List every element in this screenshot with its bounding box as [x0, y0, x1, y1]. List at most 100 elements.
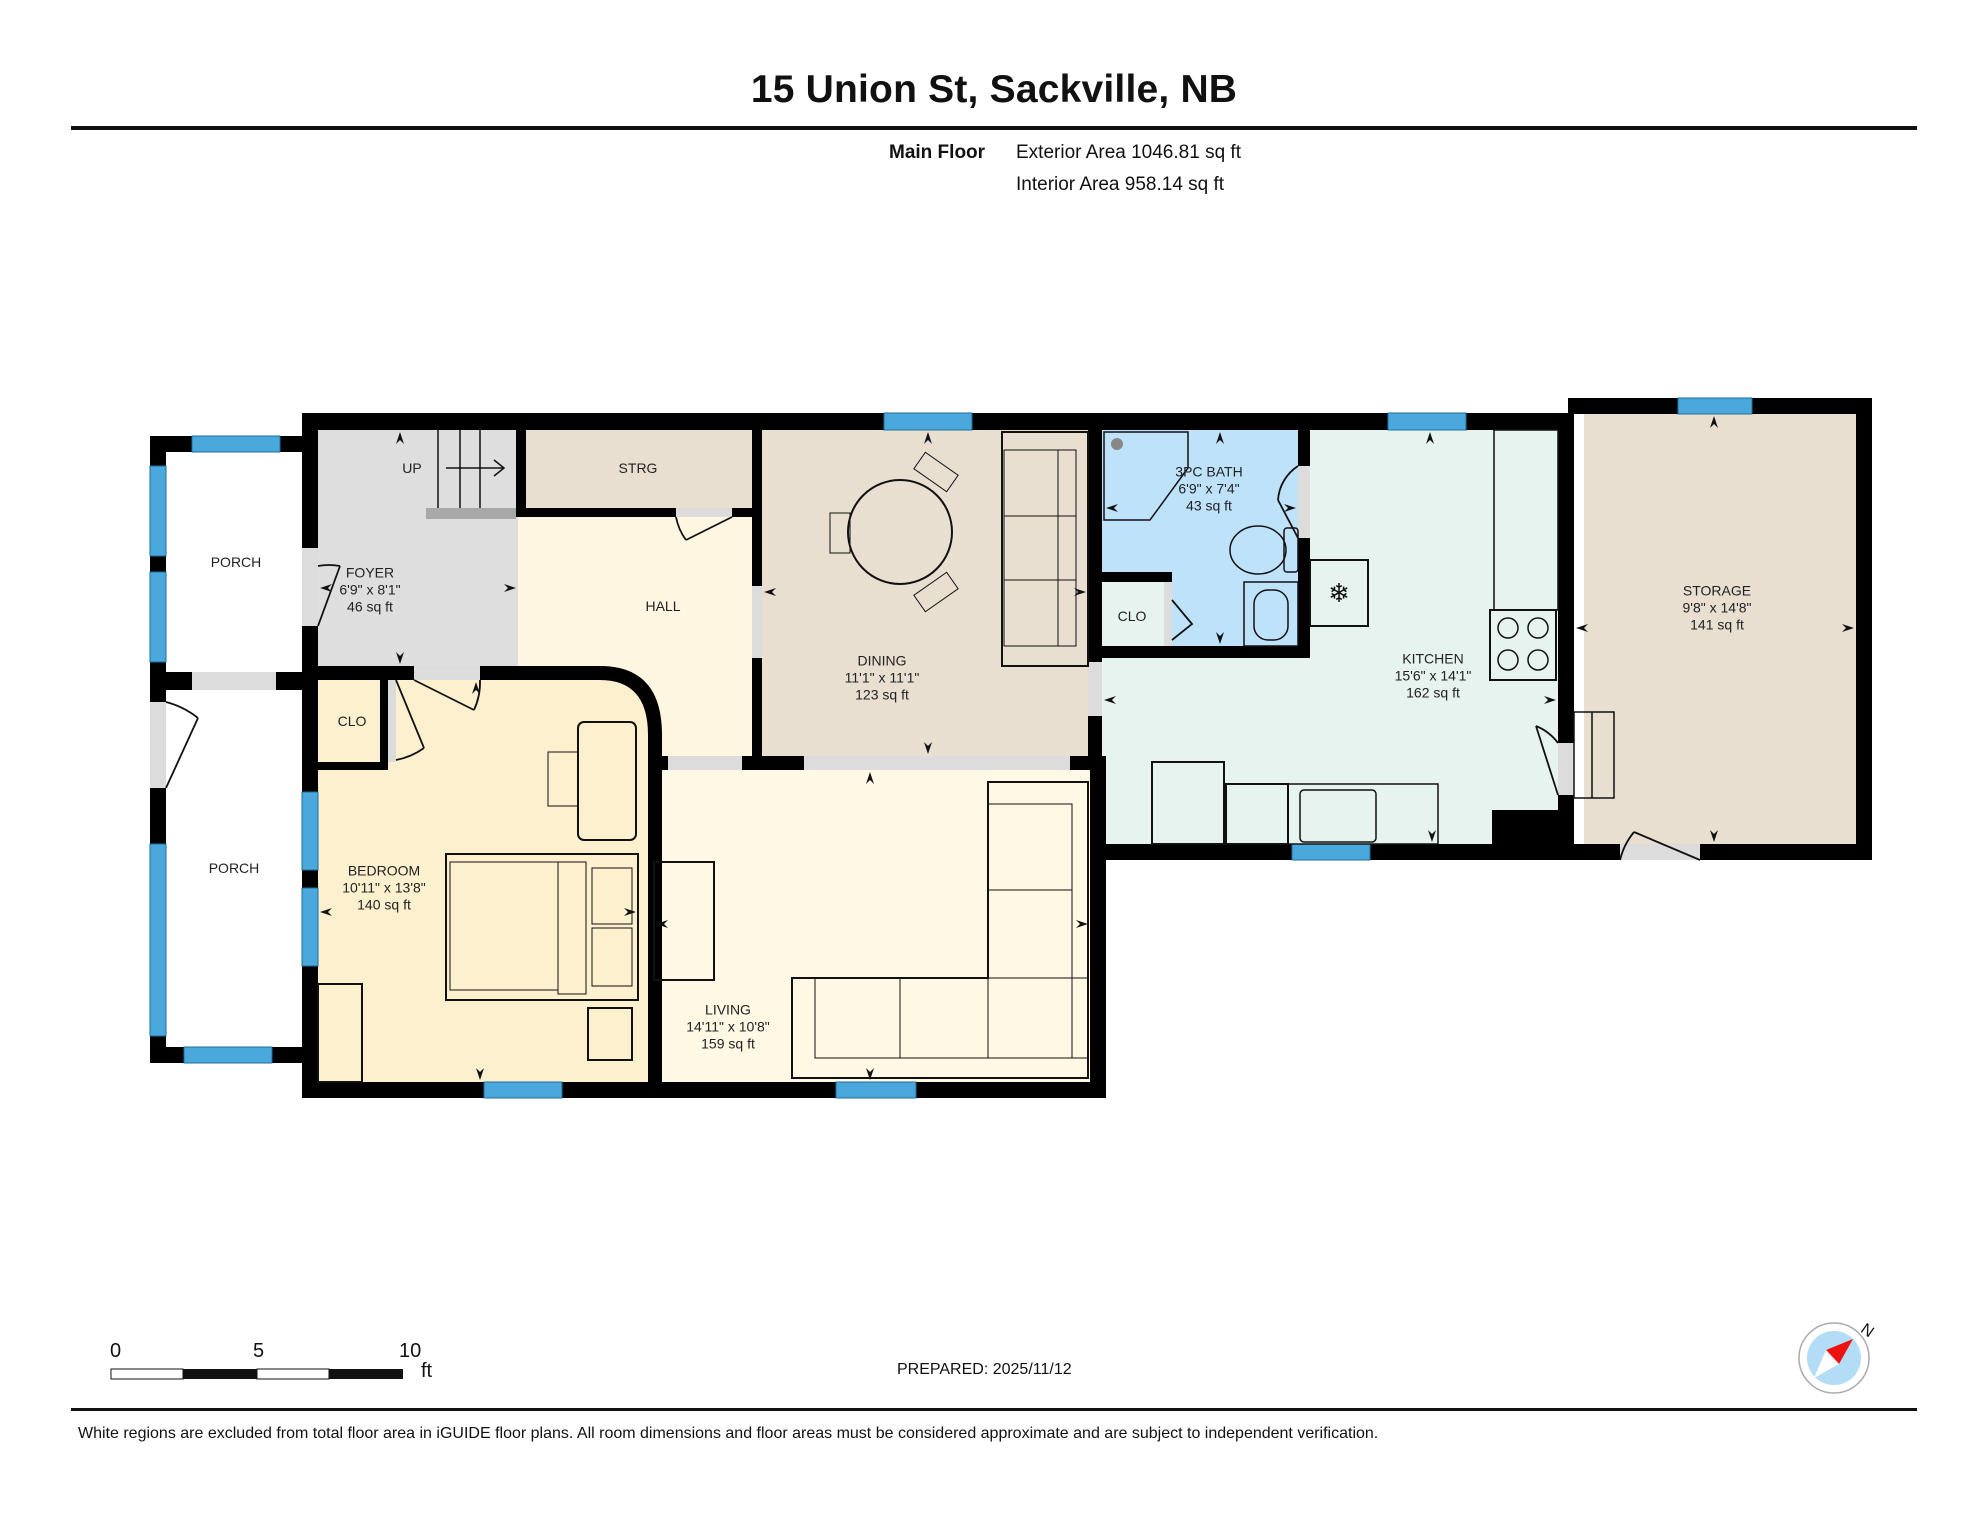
windows [149, 397, 1753, 1099]
room-dims: 15'6" x 14'1" [1394, 667, 1472, 684]
compass-icon: N [1798, 1321, 1877, 1394]
dining-fill [762, 430, 1092, 756]
porch-lower-label: PORCH [208, 860, 260, 876]
room-dims: 6'9" x 7'4" [1178, 480, 1240, 497]
storage-fill [1584, 414, 1856, 844]
door-swings [165, 465, 1701, 861]
room-storage: STORAGE 9'8" x 14'8" 141 sq ft [1683, 583, 1752, 634]
dining-table [847, 479, 953, 585]
scale-unit: ft [421, 1360, 433, 1382]
room-fills [166, 414, 1856, 1082]
clo-bedroom-label: CLO [337, 713, 367, 729]
strg-fill [526, 430, 752, 508]
sink-counter [1287, 783, 1439, 845]
room-area: 123 sq ft [855, 686, 909, 703]
stair-landing [426, 508, 516, 519]
hall-label: HALL [645, 598, 681, 614]
kitchen-sink [1299, 789, 1377, 843]
footer-divider [71, 1408, 1917, 1411]
living-fill [650, 770, 1090, 1082]
stairs-up-label: UP [402, 460, 422, 476]
room-bedroom: BEDROOM 10'11" x 13'8" 140 sq ft [342, 863, 426, 914]
interior-area: Interior Area 958.14 sq ft [1016, 174, 1225, 195]
chair [913, 451, 959, 493]
floor-label: Main Floor [889, 142, 986, 163]
chair [913, 571, 959, 613]
room-area: 140 sq ft [357, 896, 411, 913]
disclaimer: White regions are excluded from total fl… [78, 1425, 1379, 1442]
chair [829, 512, 851, 554]
stairs [437, 430, 506, 508]
window-icon [183, 1046, 273, 1064]
dimension-markers [320, 416, 1854, 1080]
bed [445, 853, 639, 1001]
room-name: STORAGE [1682, 582, 1752, 599]
room-area: 46 sq ft [347, 598, 393, 615]
window-icon [883, 412, 973, 431]
scale-tick-10: 10 [399, 1340, 422, 1362]
room-dining: DINING 11'1" x 11'1" 123 sq ft [845, 653, 920, 704]
porch-upper-label: PORCH [210, 554, 262, 570]
window-icon [149, 465, 167, 557]
bath-sink [1243, 581, 1299, 647]
porch-upper-fill [166, 452, 302, 672]
scale-bar [110, 1368, 403, 1380]
room-area: 141 sq ft [1690, 616, 1744, 633]
shower [1103, 431, 1189, 521]
porch-lower-fill [166, 690, 302, 1048]
shelf [1573, 711, 1615, 799]
room-name: LIVING [705, 1001, 751, 1018]
bedroom-fill [318, 680, 650, 1082]
stove [1489, 609, 1557, 681]
strg-label: STRG [618, 460, 658, 476]
foyer-fill [318, 430, 518, 666]
window-icon [1677, 397, 1753, 415]
room-bath: 3PC BATH 6'9" x 7'4" 43 sq ft [1175, 464, 1242, 515]
exterior-area: Exterior Area 1046.81 sq ft [1016, 142, 1241, 163]
furniture [317, 429, 1615, 1083]
bath-fill-right [1172, 580, 1298, 646]
window-icon [483, 1081, 563, 1099]
nightstand [587, 1007, 633, 1061]
room-dims: 14'11" x 10'8" [686, 1018, 770, 1035]
toilet [1229, 525, 1287, 575]
room-name: KITCHEN [1402, 650, 1464, 667]
sofa [1001, 431, 1089, 667]
scale-tick-0: 0 [110, 1340, 122, 1362]
tv-stand [653, 861, 715, 981]
room-name: 3PC BATH [1175, 463, 1243, 480]
room-dims: 10'11" x 13'8" [342, 879, 426, 896]
refrigerator [1309, 559, 1369, 627]
desk-chair [547, 751, 579, 807]
room-area: 159 sq ft [701, 1035, 755, 1052]
room-area: 162 sq ft [1406, 684, 1460, 701]
room-kitchen: KITCHEN 15'6" x 14'1" 162 sq ft [1395, 651, 1472, 702]
window-icon [149, 571, 167, 663]
room-name: DINING [857, 652, 907, 669]
washer [1151, 761, 1225, 845]
door-openings [150, 466, 1700, 860]
shower-head [1111, 438, 1123, 450]
window-icon [1387, 412, 1467, 431]
dresser [317, 983, 363, 1083]
window-icon [301, 887, 319, 967]
room-foyer: FOYER 6'9" x 8'1" 46 sq ft [339, 565, 400, 616]
prepared-date: PREPARED: 2025/11/12 [897, 1361, 1072, 1378]
window-icon [149, 843, 167, 1037]
clo-bath-label: CLO [1117, 608, 1147, 624]
window-icon [1291, 843, 1371, 861]
window-icon [835, 1081, 917, 1099]
room-living: LIVING 14'11" x 10'8" 159 sq ft [686, 1002, 770, 1053]
bath-fill-top [1102, 430, 1298, 580]
room-name: FOYER [345, 564, 395, 581]
room-name: BEDROOM [347, 862, 421, 879]
page-title: 15 Union St, Sackville, NB [750, 68, 1238, 111]
scale-tick-5: 5 [253, 1340, 265, 1362]
room-dims: 11'1" x 11'1" [844, 669, 920, 686]
header-divider [71, 126, 1917, 130]
window-icon [301, 791, 319, 871]
room-area: 43 sq ft [1186, 497, 1232, 514]
room-dims: 9'8" x 14'8" [1682, 599, 1752, 616]
window-icon [191, 435, 281, 453]
